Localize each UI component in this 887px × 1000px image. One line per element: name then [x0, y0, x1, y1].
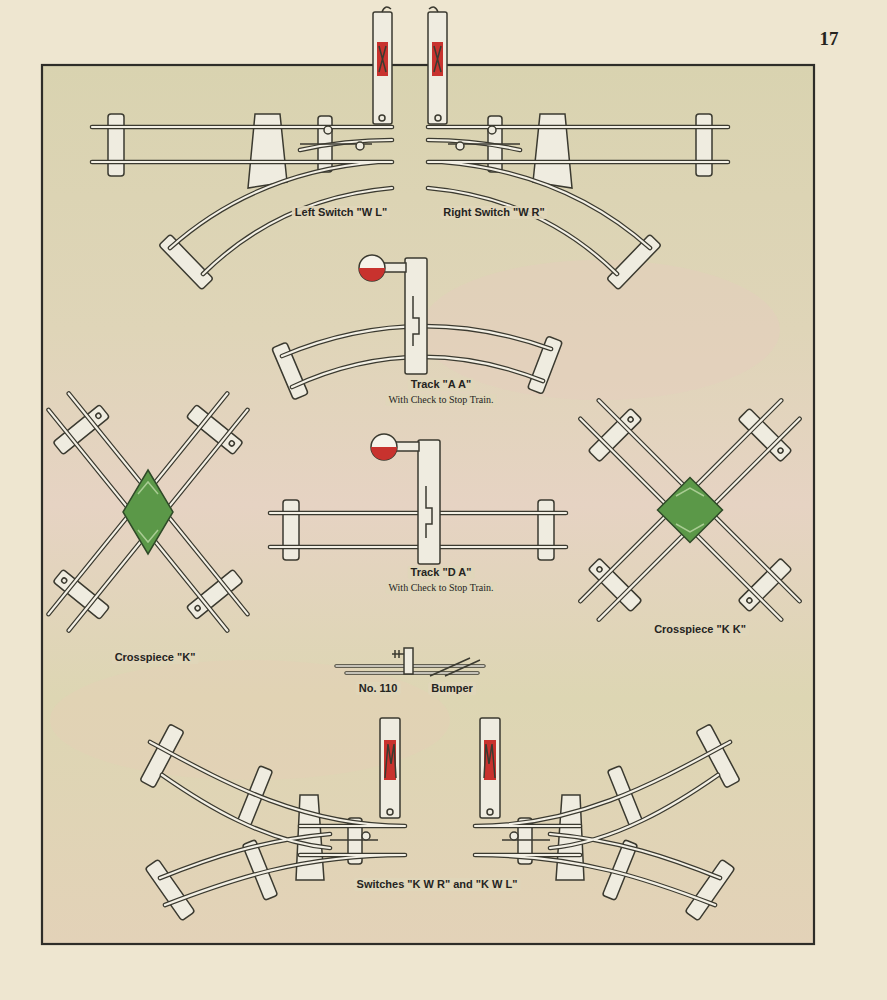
track-da	[538, 500, 554, 560]
part-label: Left Switch "W L"	[292, 206, 390, 219]
track-aa	[359, 268, 385, 281]
track-aa	[359, 255, 385, 281]
part-label: Track "D A"	[408, 566, 475, 579]
crosspiece-kk	[657, 477, 722, 542]
part-label: Bumper	[428, 682, 476, 695]
track-da	[371, 447, 397, 460]
crosspiece-k	[35, 383, 260, 641]
bumper	[336, 648, 484, 676]
crosspiece-kk	[568, 388, 811, 631]
bumper	[404, 648, 413, 674]
part-label: Crosspiece "K"	[112, 651, 199, 664]
track-da	[283, 500, 299, 560]
part-label: No. 110	[356, 682, 401, 695]
track-aa	[413, 296, 419, 346]
part-label: Crosspiece "K K"	[651, 623, 749, 636]
track-da	[396, 442, 419, 451]
frame	[42, 65, 814, 944]
track-da	[270, 434, 566, 564]
track-da	[418, 440, 440, 564]
crosspiece-kk	[568, 388, 811, 631]
track-da	[426, 486, 432, 538]
right-switch	[428, 7, 728, 290]
track-da	[371, 434, 397, 460]
crosspiece-kk	[568, 388, 811, 631]
left-switch	[92, 7, 392, 290]
bumper	[392, 650, 404, 658]
crosspiece-k	[35, 383, 260, 641]
part-label: Switches "K W R" and "K W L"	[354, 878, 521, 891]
part-label: Track "A A"	[408, 378, 474, 391]
crosspiece-kk	[676, 488, 704, 532]
part-note: With Check to Stop Train.	[386, 394, 497, 406]
track-aa	[405, 258, 427, 374]
page-number: 17	[817, 28, 842, 50]
crosspiece-k	[35, 383, 260, 641]
part-label: Right Switch "W R"	[440, 206, 547, 219]
track-aa	[384, 263, 406, 272]
crosspiece-k	[123, 470, 173, 554]
crosspiece-k	[138, 482, 158, 542]
part-note: With Check to Stop Train.	[386, 582, 497, 594]
bumper	[430, 658, 480, 676]
track-aa	[272, 255, 563, 400]
